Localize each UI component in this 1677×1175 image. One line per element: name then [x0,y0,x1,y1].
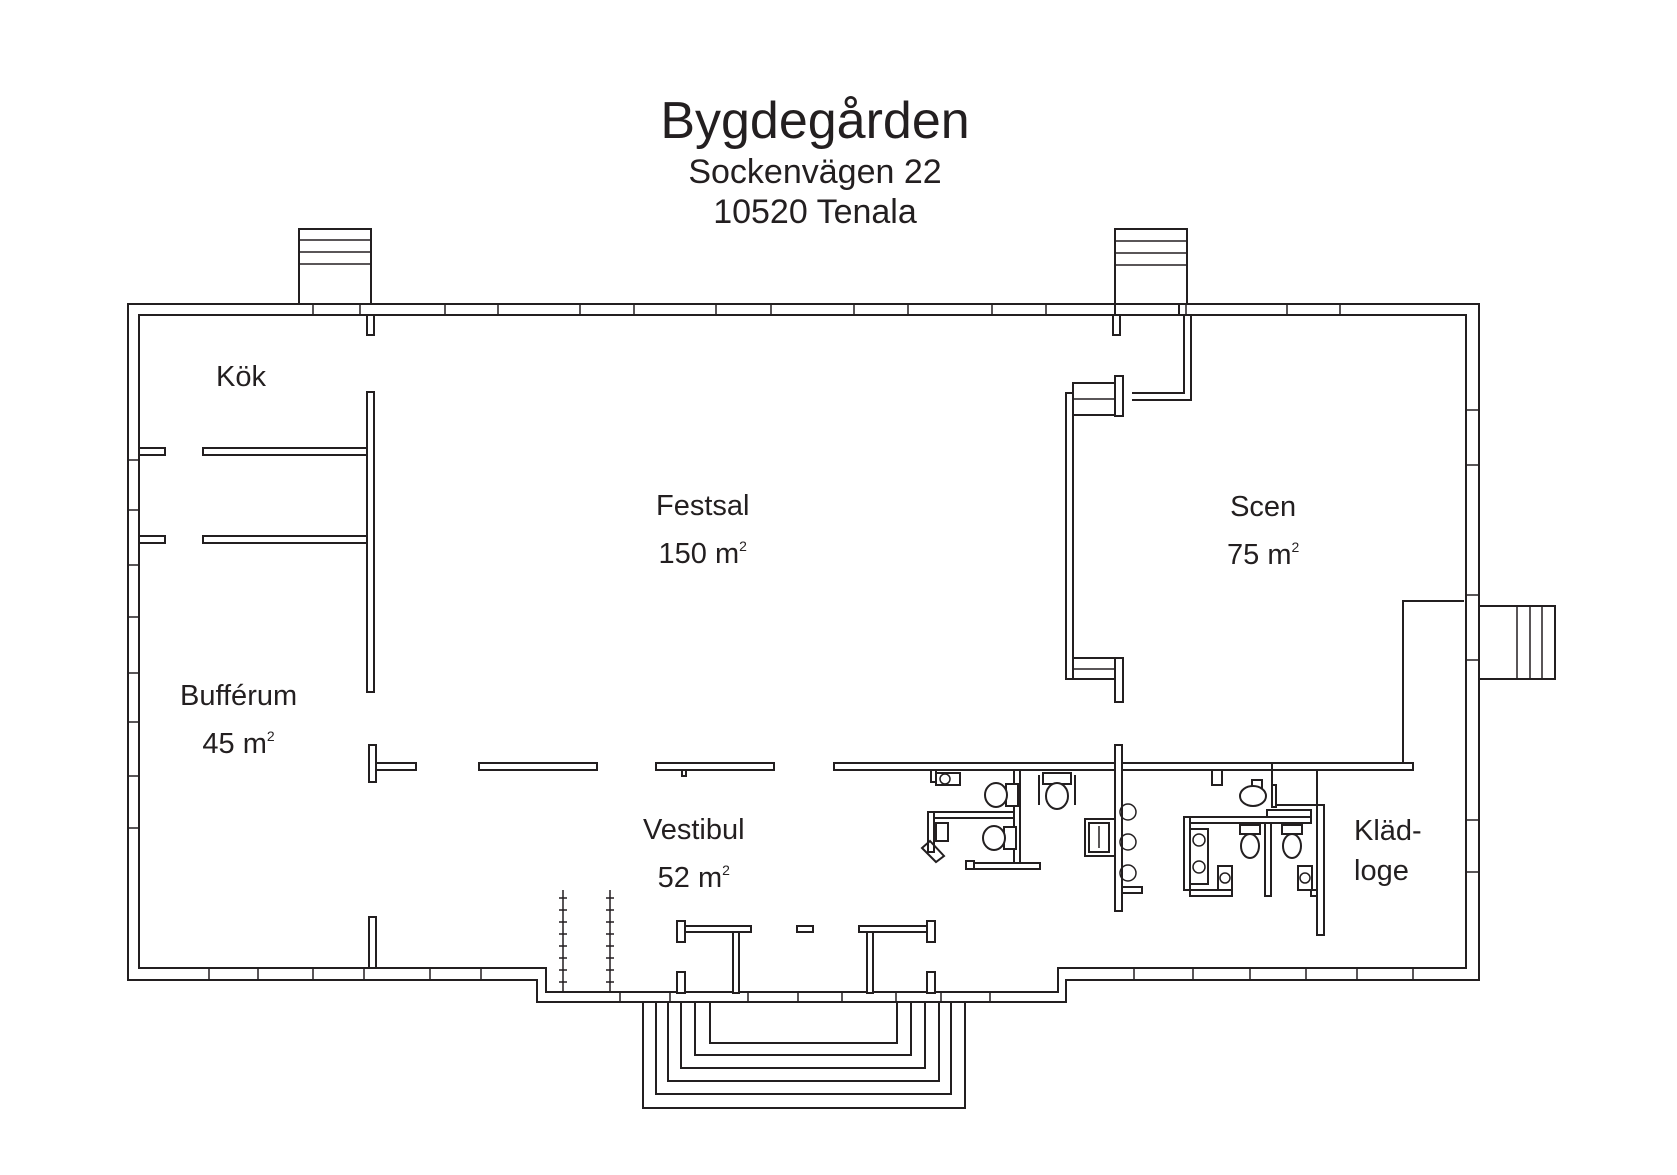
room-vestibul-name: Vestibul [643,814,745,846]
room-festsal-area-unit: 2 [739,538,747,554]
room-festsal: Festsal 150 m2 [656,486,749,574]
room-scen-area-unit: 2 [1291,539,1300,555]
stairs-top-left [298,228,372,305]
room-kladloge-name-2: loge [1354,855,1409,887]
page-title: Bygdegården [660,92,970,150]
room-kok: Kök [216,357,266,397]
room-kladloge: Kläd- loge [1354,811,1422,891]
room-buffe-area-unit: 2 [266,728,275,744]
room-vestibul: Vestibul 52 m2 [643,810,745,898]
room-kladloge-name-1: Kläd- [1354,815,1422,847]
address-street: Sockenvägen 22 [688,153,942,191]
outer-wall [127,303,1480,1003]
kitchen-walls [138,314,417,969]
inner-wall [138,314,1467,993]
room-festsal-name: Festsal [656,490,750,522]
entrance-stairs [619,992,991,1109]
room-kok-name: Kök [216,361,266,393]
toilet-block-left [920,769,1076,870]
stairs-top-right [1114,228,1188,305]
room-scen-area: 75 m [1227,539,1292,571]
room-festsal-area: 150 m [658,538,740,570]
room-vestibul-area: 52 m [657,862,723,894]
room-buffe: Bufférum 45 m2 [180,676,297,764]
room-scen-name: Scen [1230,491,1297,523]
room-buffe-area: 45 m [202,728,267,760]
toilet-block-right [1084,744,1325,936]
room-buffe-name: Bufférum [180,680,298,712]
stairs-right [1478,605,1556,680]
vestibule-walls [478,600,1464,806]
entrance-walls [676,920,936,994]
stage-walls [1065,303,1192,703]
window-marks [128,304,1479,980]
room-scen: Scen 75 m2 [1227,487,1299,575]
room-vestibul-area-unit: 2 [722,862,730,878]
address-city: 10520 Tenala [713,193,917,231]
coat-racks [559,890,614,992]
